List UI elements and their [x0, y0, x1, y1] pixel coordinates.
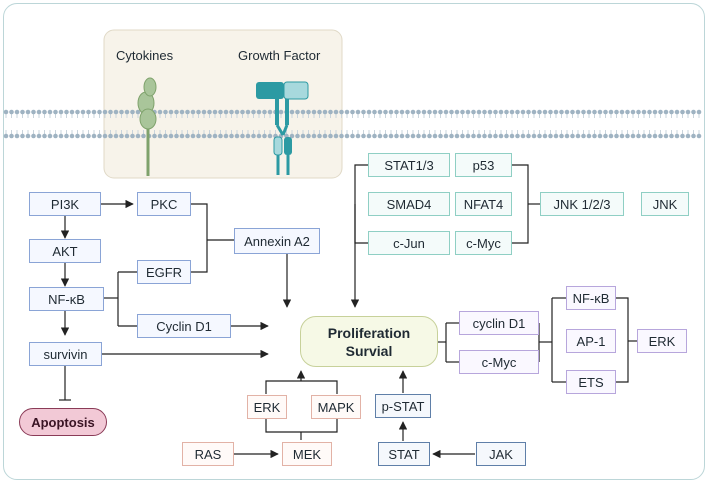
mek-box: MEK: [282, 442, 332, 466]
erk-right-box: ERK: [637, 329, 687, 353]
apoptosis-badge: Apoptosis: [19, 408, 107, 436]
jak-box: JAK: [476, 442, 526, 466]
connectors: [59, 164, 637, 459]
nfat4-box: NFAT4: [455, 192, 512, 216]
jnk123-box: JNK 1/2/3: [540, 192, 624, 216]
pstat-box: p-STAT: [375, 394, 431, 418]
cmyc-top-box: c-Myc: [455, 231, 512, 255]
jnk-box: JNK: [641, 192, 689, 216]
nfkb-right-box: NF-κB: [566, 286, 616, 310]
stat-box: STAT: [378, 442, 430, 466]
nfkb-left-box: NF-κB: [29, 287, 104, 311]
erk-box: ERK: [247, 395, 287, 419]
survivin-box: survivin: [29, 342, 102, 366]
proliferation-label: Proliferation: [327, 324, 411, 341]
annexin-a2-box: Annexin A2: [234, 228, 320, 254]
smad4-box: SMAD4: [368, 192, 450, 216]
mapk-box: MAPK: [311, 395, 361, 419]
ap1-box: AP-1: [566, 329, 616, 353]
pkc-box: PKC: [137, 192, 191, 216]
growth-factor-receptor-icon: [256, 81, 309, 175]
akt-box: AKT: [29, 239, 101, 263]
survival-label: Survial: [345, 342, 393, 359]
cjun-box: c-Jun: [368, 231, 450, 255]
ras-box: RAS: [182, 442, 234, 466]
cytokine-receptor-icon: [137, 77, 157, 176]
cyclin-d1-right-box: cyclin D1: [459, 311, 539, 335]
proliferation-survival-node: Proliferation Survial: [300, 316, 438, 367]
cmyc-right-box: c-Myc: [459, 350, 539, 374]
stat13-box: STAT1/3: [368, 153, 450, 177]
growth-factor-label: Growth Factor: [238, 48, 321, 63]
egfr-box: EGFR: [137, 260, 191, 284]
pi3k-box: PI3K: [29, 192, 101, 216]
p53-box: p53: [455, 153, 512, 177]
ets-box: ETS: [566, 370, 616, 394]
cyclin-d1-left-box: Cyclin D1: [137, 314, 231, 338]
cytokines-label: Cytokines: [116, 48, 174, 63]
